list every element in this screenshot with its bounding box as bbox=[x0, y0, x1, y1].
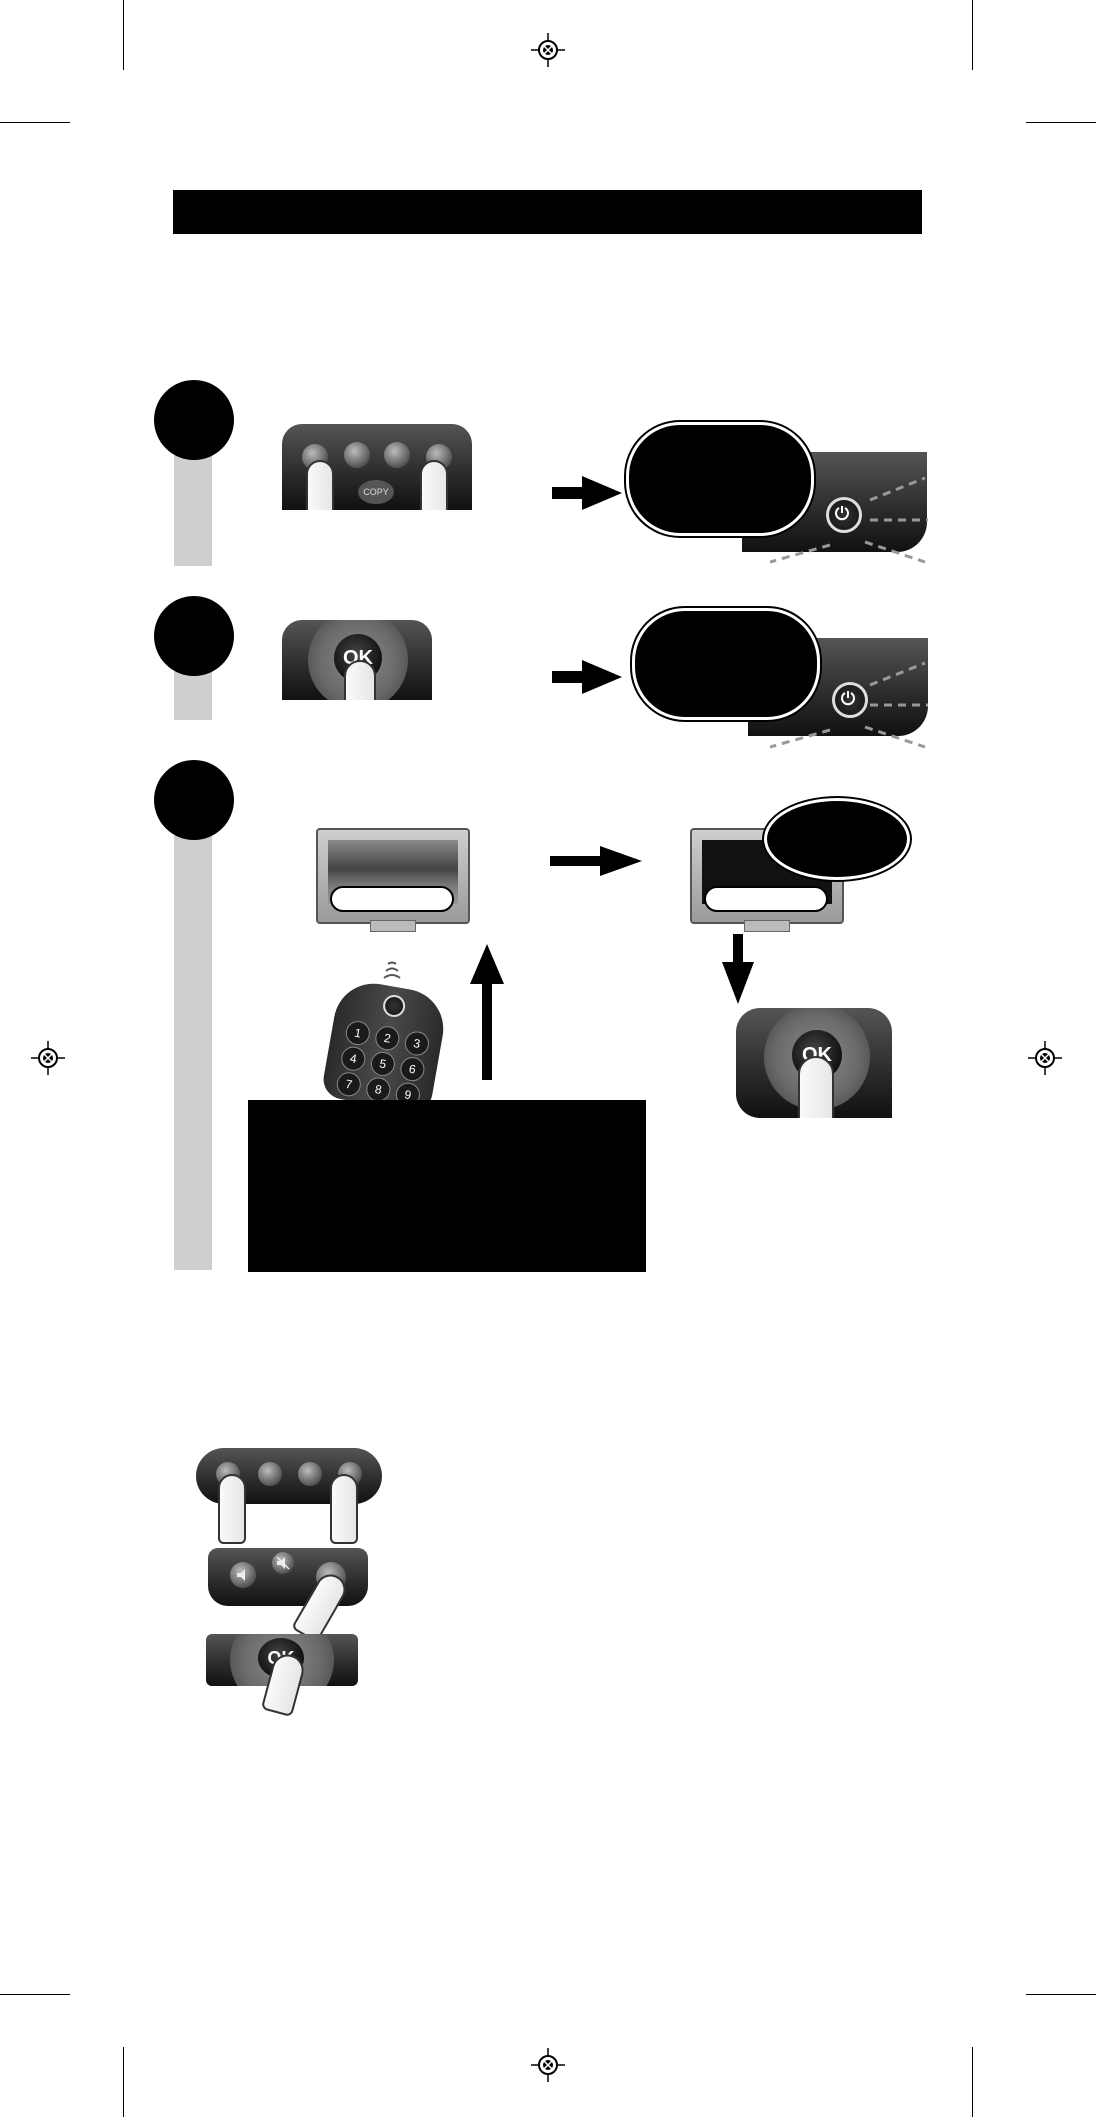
arrow-down-icon bbox=[722, 934, 754, 1004]
registration-mark-icon bbox=[531, 2048, 565, 2082]
registration-mark-icon bbox=[31, 1041, 65, 1075]
finger-right bbox=[330, 1474, 358, 1544]
tv-left-stand bbox=[370, 920, 416, 932]
wave-signal-icon bbox=[380, 958, 404, 982]
crop-mark bbox=[972, 0, 973, 70]
step-2-bubble bbox=[632, 608, 820, 720]
step-1-circle bbox=[154, 380, 234, 460]
registration-mark-icon bbox=[1028, 1041, 1062, 1075]
crop-mark bbox=[123, 0, 124, 70]
crop-mark bbox=[1026, 122, 1096, 123]
crop-mark bbox=[0, 122, 70, 123]
crop-mark bbox=[123, 2047, 124, 2117]
step-3-bar bbox=[174, 800, 212, 1270]
remote-ok-photo-large: OK bbox=[736, 1008, 892, 1118]
step-1-bubble bbox=[626, 422, 814, 536]
copy-button: COPY bbox=[358, 480, 394, 504]
crop-mark bbox=[972, 2047, 973, 2117]
registration-mark-icon bbox=[531, 33, 565, 67]
crop-mark bbox=[1026, 1994, 1096, 1995]
mute-icon bbox=[276, 1556, 290, 1570]
remote-buttons-photo: COPY bbox=[282, 424, 472, 510]
arrow-right-icon bbox=[552, 660, 622, 694]
arrow-right-icon bbox=[550, 846, 642, 876]
volume-icon bbox=[236, 1568, 250, 1582]
finger-left bbox=[218, 1474, 246, 1544]
crop-mark bbox=[0, 1994, 70, 1995]
step-2-circle bbox=[154, 596, 234, 676]
handheld-remote: 1 2 3 4 5 6 7 8 9 bbox=[320, 977, 449, 1114]
page-title-bar bbox=[173, 190, 922, 234]
step-3-bubble bbox=[764, 798, 910, 880]
mute-buttons-photo bbox=[208, 1548, 368, 1606]
step-3-instruction-box bbox=[248, 1100, 646, 1272]
tv-left bbox=[316, 828, 470, 924]
remote-ok-photo: OK bbox=[282, 620, 432, 700]
step-3-circle bbox=[154, 760, 234, 840]
arrow-right-icon bbox=[552, 476, 622, 510]
arrow-up-icon bbox=[470, 944, 504, 1080]
tv-right-stand bbox=[744, 920, 790, 932]
